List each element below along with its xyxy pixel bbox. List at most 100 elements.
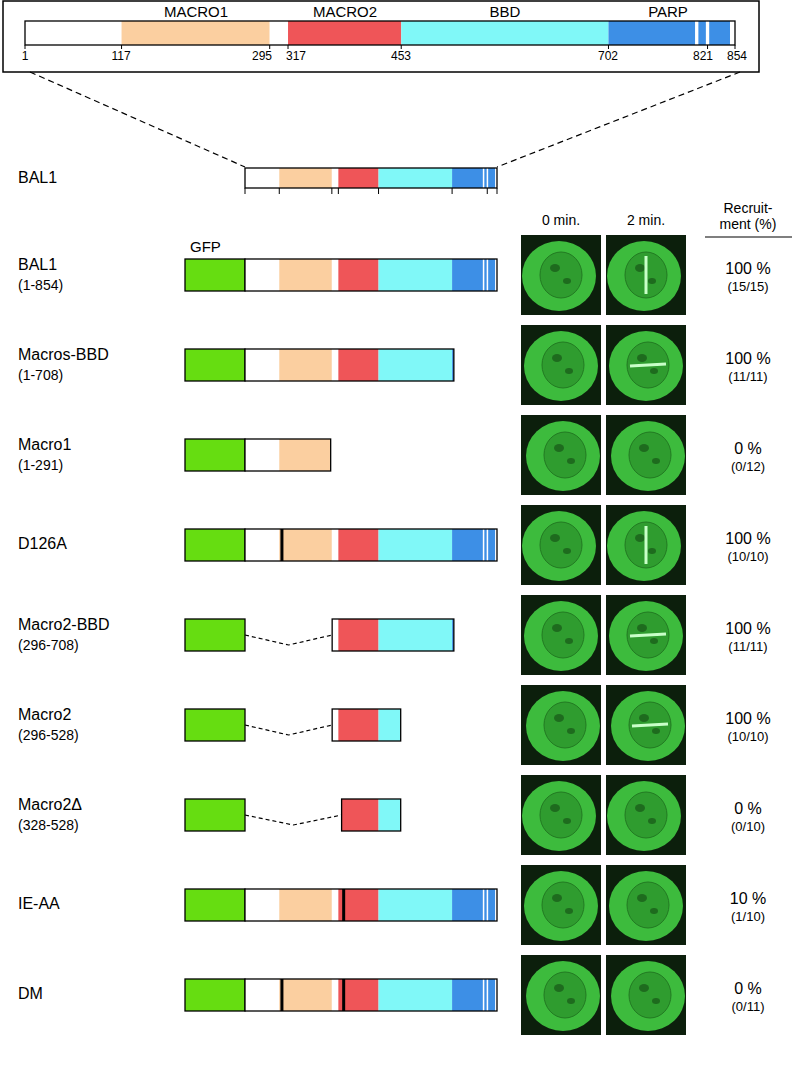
recruitment-percent: 100 % [725, 530, 770, 548]
recruitment-percent: 100 % [725, 350, 770, 368]
construct-name: Macro2-BBD [18, 616, 110, 634]
residue-number: 1 [22, 50, 29, 64]
recruitment-percent: 10 % [730, 890, 766, 908]
micrograph [521, 595, 601, 675]
tick-mark [378, 188, 379, 194]
recruitment-percent: 100 % [725, 620, 770, 638]
tick-mark [497, 188, 498, 194]
nucleolus [567, 728, 575, 734]
cell-nucleus [625, 522, 667, 568]
tick-mark [735, 45, 736, 49]
nucleolus [639, 444, 649, 452]
domain-name: MACRO1 [164, 3, 228, 20]
tick-mark [245, 188, 246, 194]
residue-number: 117 [111, 50, 130, 64]
residue-range: (296-528) [18, 727, 79, 743]
cell-nucleus [542, 612, 584, 658]
nucleolus [567, 998, 575, 1004]
mutation-mark [280, 529, 283, 561]
residue-number: 854 [727, 50, 747, 64]
residue-number: 453 [391, 50, 411, 64]
cell-body [524, 601, 598, 671]
recruitment-percent: 0 % [734, 800, 762, 818]
gfp-tag [185, 259, 245, 291]
tick-mark [269, 45, 270, 49]
domain-segment [379, 709, 401, 741]
domain-segment [332, 349, 338, 381]
cell-nucleus [629, 972, 671, 1018]
recruitment-percent: 0 % [734, 440, 762, 458]
construct-outline [245, 168, 497, 188]
nucleolus [652, 458, 660, 464]
cell-count: (0/11) [732, 1000, 765, 1015]
nucleolus [652, 998, 660, 1004]
cell-body [609, 871, 683, 941]
tick-mark [608, 45, 609, 49]
nucleolus [650, 638, 658, 644]
micrograph [521, 865, 601, 945]
tick-mark [401, 45, 402, 49]
nucleolus [563, 818, 571, 824]
damage-stripe [645, 526, 648, 564]
domain-segment [332, 889, 338, 921]
domain-segment [279, 439, 330, 471]
domain-segment [332, 529, 338, 561]
construct-outline [245, 529, 497, 561]
tick-mark [452, 188, 453, 194]
zoom-line [30, 72, 245, 167]
time-header: 2 min. [627, 212, 665, 228]
cell-nucleus [625, 792, 667, 838]
cell-body [611, 421, 685, 491]
domain-segment [379, 349, 453, 381]
domain-segment [245, 979, 279, 1011]
cell-body [526, 421, 600, 491]
cell-body [522, 241, 596, 311]
zoom-line [497, 72, 740, 167]
cell-nucleus [627, 342, 669, 388]
nucleolus [563, 548, 571, 554]
domain-segment [332, 259, 338, 291]
domain-name: PARP [648, 3, 688, 20]
gfp-tag [185, 439, 245, 471]
cell-body [522, 511, 596, 581]
domain-stripe [483, 259, 485, 291]
nucleolus [565, 638, 573, 644]
residue-range: (1-854) [18, 277, 63, 293]
construct-name: D126A [18, 535, 67, 553]
micrograph [521, 685, 601, 765]
nucleolus [554, 714, 564, 722]
construct-outline [245, 349, 454, 381]
domain-segment [270, 21, 288, 45]
cell-count: (1/10) [731, 910, 765, 925]
construct-outline [332, 619, 454, 651]
nucleolus [637, 624, 647, 632]
domain-segment [338, 979, 378, 1011]
cell-body [609, 601, 683, 671]
gfp-tag [185, 349, 245, 381]
domain-segment [279, 979, 332, 1011]
domain-segment [245, 529, 279, 561]
domain-segment [452, 889, 495, 921]
nucleolus [552, 354, 562, 362]
micrograph [521, 235, 601, 315]
damage-stripe [630, 364, 666, 366]
gfp-tag [185, 799, 245, 831]
micrograph [606, 775, 686, 855]
residue-number: 702 [598, 50, 618, 64]
tick-mark [331, 188, 332, 194]
nucleolus [550, 804, 560, 812]
cell-nucleus [625, 252, 667, 298]
construct-name: IE-AA [18, 895, 60, 913]
construct-name: Macro1 [18, 436, 71, 454]
micrograph [521, 325, 601, 405]
construct-name: Macros-BBD [18, 346, 109, 364]
domain-segment [401, 21, 608, 45]
construct-name: Macro2Δ [18, 796, 82, 814]
gfp-tag [185, 889, 245, 921]
protein-name: BAL1 [18, 169, 57, 187]
nucleolus [554, 984, 564, 992]
nucleolus [648, 548, 656, 554]
deletion-line [245, 725, 332, 735]
domain-stripe [487, 889, 489, 921]
